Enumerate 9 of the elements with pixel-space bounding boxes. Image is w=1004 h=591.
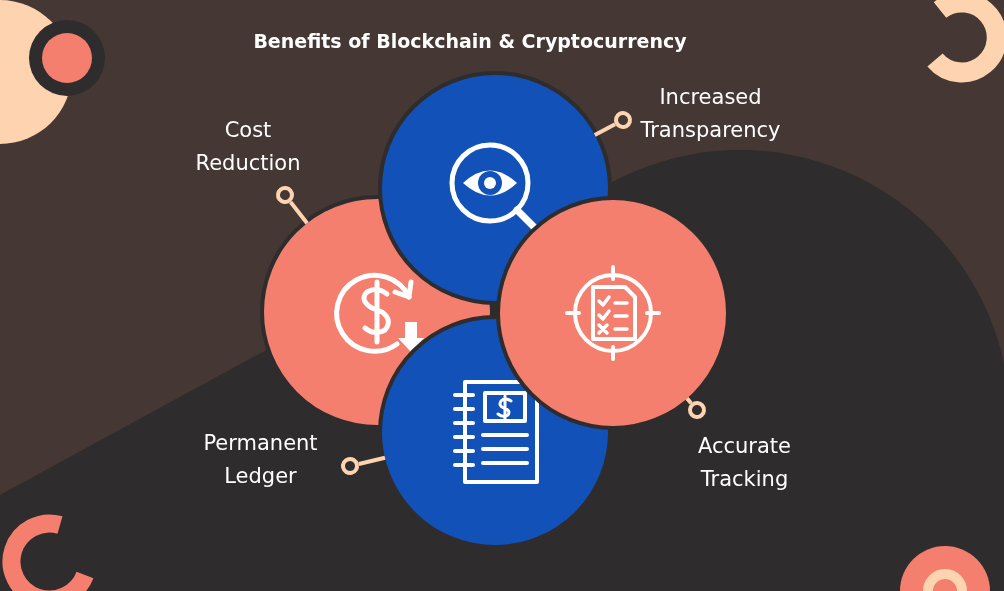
benefit-label: Increased Transparency [639, 84, 782, 144]
benefit-label: Cost Reduction [194, 117, 302, 177]
benefit-label: Permanent Ledger [202, 430, 319, 490]
benefit-label: Accurate Tracking [696, 433, 793, 493]
leader-line [685, 397, 706, 419]
leader-line [593, 111, 632, 137]
title: Benefits of Blockchain & Cryptocurrency [252, 30, 688, 52]
leader-line [341, 455, 386, 475]
leader-line [276, 186, 309, 225]
